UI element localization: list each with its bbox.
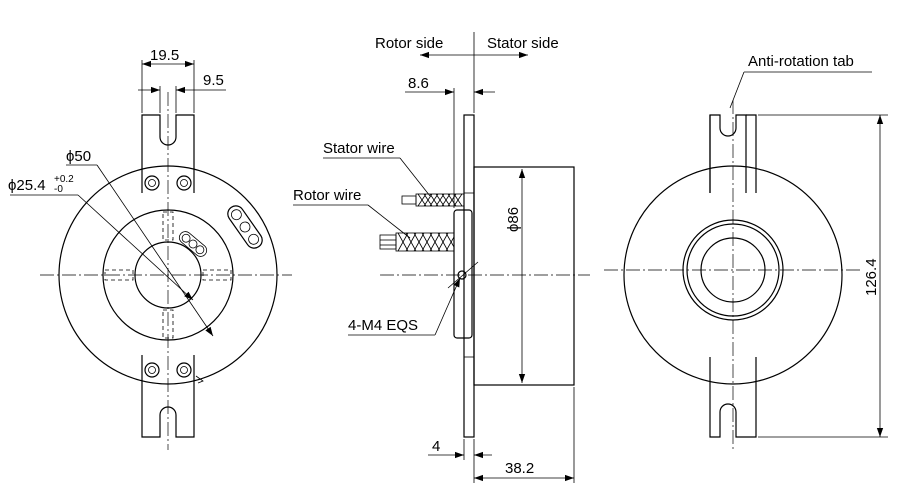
- dim-bore-text: ϕ25.4: [8, 177, 46, 194]
- front-rotor-wire-exit: [178, 231, 208, 257]
- front-screw-hole: [144, 175, 160, 191]
- label-rotor-wire: Rotor wire: [293, 187, 361, 204]
- label-stator-side: Stator side: [487, 35, 559, 52]
- back-top-tab-right: [709, 114, 757, 193]
- label-rotor-side: Rotor side: [375, 35, 443, 52]
- side-rotor-wire: [379, 232, 455, 252]
- back-dim-height: 126.4: [758, 114, 888, 438]
- dim-flange-offset-text: 8.6: [408, 75, 429, 92]
- back-view: 126.4 Anti-rotation tab: [604, 53, 888, 452]
- dim-tab-width-text: 19.5: [150, 47, 179, 64]
- back-bottom-tab: [709, 357, 757, 438]
- front-screw-hole: [176, 175, 192, 191]
- front-screw-hole: [180, 366, 188, 374]
- front-dim-slot-width: 9.5: [138, 72, 226, 113]
- dim-diameter-text: ϕ86: [505, 207, 522, 232]
- side-dim-body-length: 38.2: [474, 387, 575, 483]
- label-stator-wire: Stator wire: [323, 140, 395, 157]
- dim-bore-tol-lower: -0: [54, 184, 63, 195]
- side-dim-diameter: ϕ86: [505, 169, 526, 383]
- side-view: Rotor side Stator side: [293, 32, 590, 483]
- dim-slot-width-text: 9.5: [203, 72, 224, 89]
- front-screw-hole: [144, 362, 160, 378]
- dim-phi50-text: ϕ50: [66, 148, 91, 165]
- label-threads: 4-M4 EQS: [348, 317, 418, 334]
- front-screw-hole: [180, 179, 188, 187]
- side-body: [473, 166, 575, 386]
- front-wire-exit: [227, 205, 263, 249]
- side-dim-flange-offset: 8.6: [405, 62, 495, 208]
- front-screw-hole: [148, 179, 156, 187]
- dim-body-length-text: 38.2: [505, 460, 534, 477]
- dim-bore-tol-upper: +0.2: [54, 174, 74, 185]
- front-dim-tab-width: 19.5: [141, 47, 195, 113]
- front-dim-phi50: ϕ50: [66, 148, 214, 337]
- dim-flange-thickness-text: 4: [432, 438, 440, 455]
- front-marker: [195, 375, 204, 384]
- front-screw-hole: [148, 366, 156, 374]
- side-stator-wire: [401, 193, 465, 207]
- side-dim-flange-thickness: 4: [428, 438, 492, 483]
- front-dim-bore: ϕ25.4 +0.2 -0: [8, 174, 194, 301]
- front-view: 19.5 9.5 ϕ50 ϕ25.4 +0.2 -0: [8, 47, 292, 450]
- dim-height-text: 126.4: [863, 258, 880, 296]
- label-anti-rotation-tab: Anti-rotation tab: [748, 53, 854, 70]
- back-top-tab: [709, 114, 747, 193]
- front-screw-hole: [176, 362, 192, 378]
- side-rotor-ring: [453, 209, 473, 339]
